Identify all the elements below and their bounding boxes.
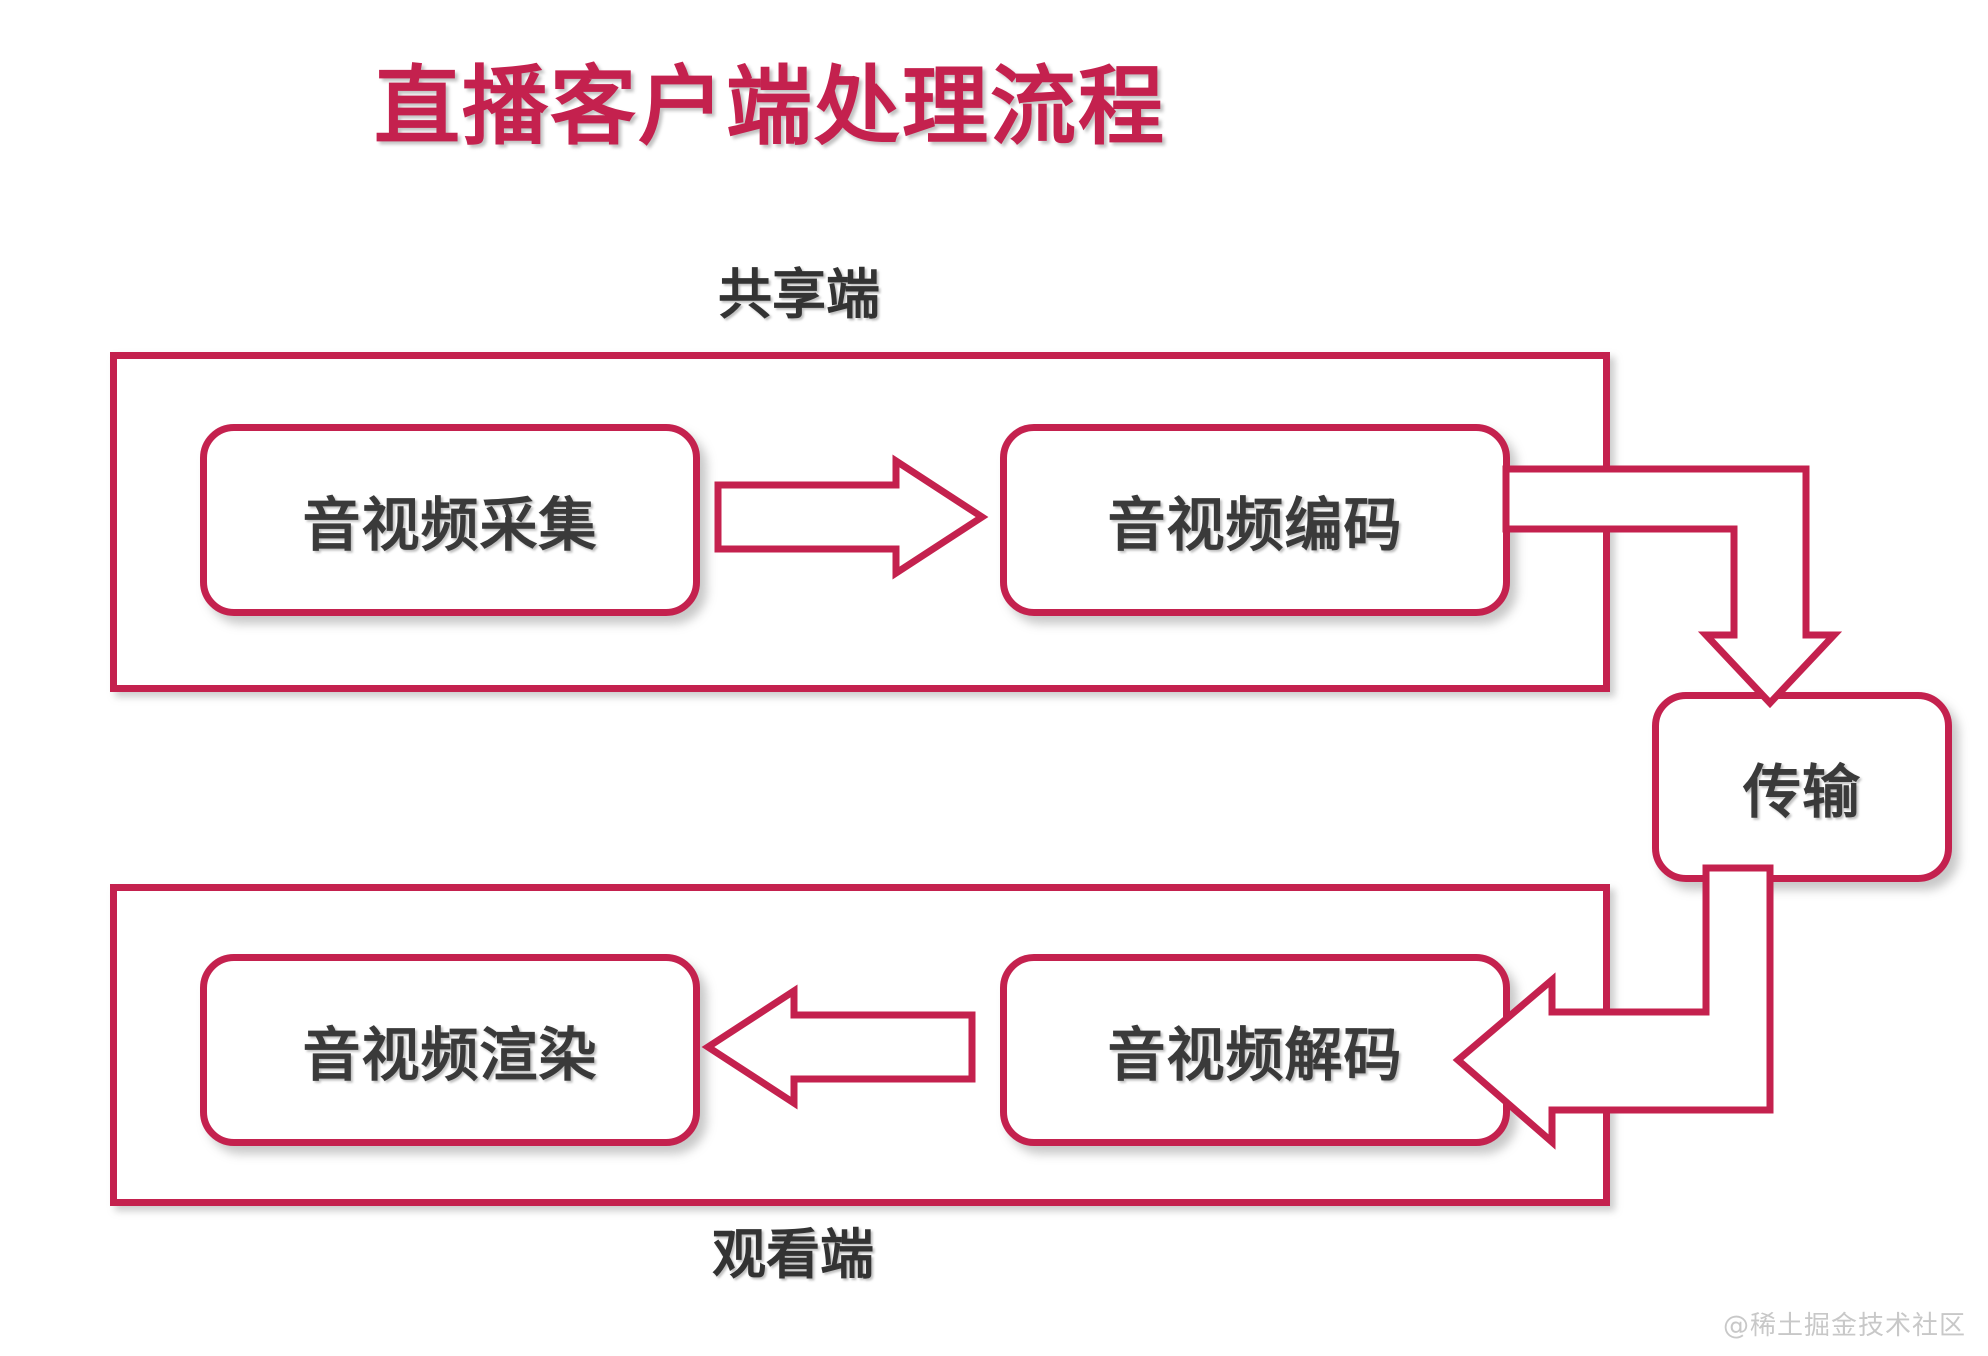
node-audio-video-capture[interactable]: 音视频采集	[200, 424, 700, 616]
watermark: @稀土掘金技术社区	[1722, 1311, 1966, 1341]
node-transmission[interactable]: 传输	[1652, 692, 1952, 882]
node-label: 音视频采集	[302, 491, 598, 559]
node-label: 音视频解码	[1107, 1021, 1403, 1089]
node-label: 传输	[1742, 758, 1861, 826]
node-label: 音视频渲染	[302, 1021, 598, 1089]
node-audio-video-encode[interactable]: 音视频编码	[1000, 424, 1510, 616]
group-label-share: 共享端	[718, 263, 880, 326]
page-title: 直播客户端处理流程	[374, 57, 1166, 157]
node-audio-video-render[interactable]: 音视频渲染	[200, 954, 700, 1146]
group-label-view: 观看端	[712, 1223, 874, 1286]
node-label: 音视频编码	[1107, 491, 1403, 559]
node-audio-video-decode[interactable]: 音视频解码	[1000, 954, 1510, 1146]
